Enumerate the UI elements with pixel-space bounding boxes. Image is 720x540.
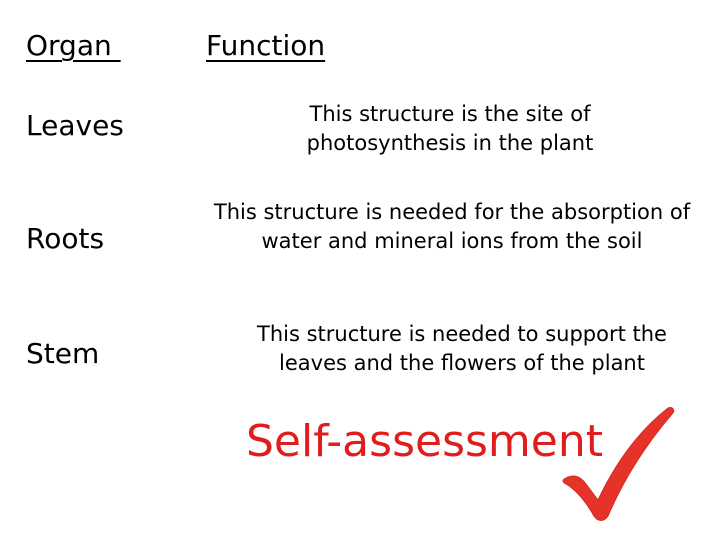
organ-stem: Stem <box>26 337 100 370</box>
organ-header: Organ <box>26 29 121 62</box>
organ-leaves: Leaves <box>26 109 124 142</box>
self-assessment-label: Self-assessment <box>246 416 603 467</box>
tick-icon <box>562 407 675 521</box>
function-leaves: This structure is the site of photosynth… <box>306 102 594 155</box>
function-header: Function <box>206 29 326 62</box>
function-stem: This structure is needed to support the … <box>257 322 667 375</box>
organ-roots: Roots <box>26 222 105 255</box>
function-roots: This structure is needed for the absorpt… <box>213 200 691 253</box>
